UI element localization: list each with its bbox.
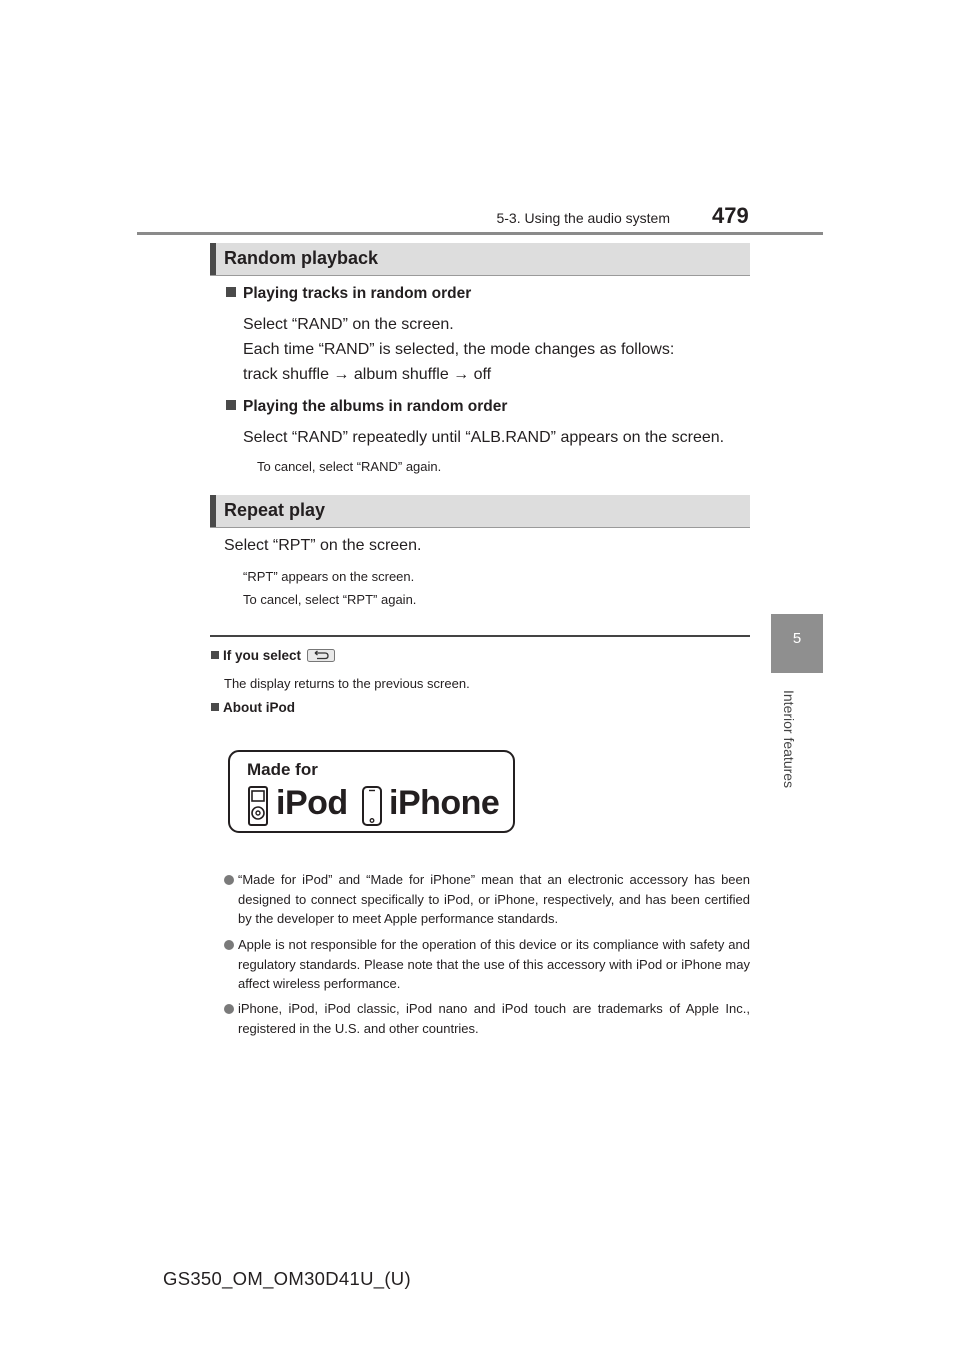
header-rule bbox=[137, 232, 823, 235]
section-title: 5-3. Using the audio system bbox=[496, 210, 670, 226]
body-text: Each time “RAND” is selected, the mode c… bbox=[243, 341, 675, 358]
iphone-device-icon bbox=[362, 786, 382, 826]
bullet-dot-icon bbox=[224, 1004, 234, 1014]
made-for-ipod-iphone-badge bbox=[228, 750, 515, 833]
note-heading-about-ipod: About iPod bbox=[211, 700, 295, 715]
section-title-repeat-play: Repeat play bbox=[224, 500, 326, 520]
note-text: To cancel, select “RPT” again. bbox=[243, 592, 417, 607]
badge-ipod: iPod bbox=[276, 784, 348, 822]
square-bullet-icon bbox=[226, 287, 236, 297]
body-text: Select “RAND” on the screen. bbox=[243, 316, 454, 333]
page-number: 479 bbox=[712, 203, 749, 228]
bullet-item: “Made for iPod” and “Made for iPhone” me… bbox=[224, 870, 750, 929]
subheading-tracks-random: Playing tracks in random order bbox=[226, 285, 471, 303]
bullet-dot-icon bbox=[224, 940, 234, 950]
subheading-albums-random: Playing the albums in random order bbox=[226, 398, 507, 416]
section-marker bbox=[210, 243, 216, 275]
notes-divider bbox=[210, 635, 750, 637]
note-text: To cancel, select “RAND” again. bbox=[257, 459, 442, 474]
square-bullet-icon bbox=[211, 651, 219, 659]
ipod-device-icon bbox=[248, 786, 268, 826]
section-bar-random-playback: Random playback bbox=[210, 243, 750, 276]
body-text: Select “RAND” repeatedly until “ALB.RAND… bbox=[243, 429, 725, 446]
section-bar-repeat-play: Repeat play bbox=[210, 495, 750, 528]
note-text: “RPT” appears on the screen. bbox=[243, 569, 415, 584]
note-heading-if-you-select: If you select bbox=[211, 648, 335, 663]
bullet-item: Apple is not responsible for the operati… bbox=[224, 935, 750, 994]
section-title-random-playback: Random playback bbox=[224, 248, 379, 268]
back-arrow-icon bbox=[306, 649, 335, 662]
badge-made-for: Made for bbox=[247, 760, 318, 779]
note-text: The display returns to the previous scre… bbox=[224, 676, 470, 691]
badge-iphone: iPhone bbox=[389, 784, 500, 822]
body-text: Select “RPT” on the screen. bbox=[224, 537, 422, 554]
square-bullet-icon bbox=[226, 400, 236, 410]
document-code: GS350_OM_OM30D41U_(U) bbox=[163, 1268, 411, 1289]
body-text: track shuffle → album shuffle → off bbox=[243, 366, 492, 383]
square-bullet-icon bbox=[211, 703, 219, 711]
chapter-label: Interior features bbox=[781, 690, 797, 789]
chapter-tab bbox=[771, 614, 823, 673]
bullet-dot-icon bbox=[224, 875, 234, 885]
section-marker bbox=[210, 495, 216, 527]
chapter-number: 5 bbox=[792, 630, 802, 647]
bullet-item: iPhone, iPod, iPod classic, iPod nano an… bbox=[224, 999, 750, 1038]
